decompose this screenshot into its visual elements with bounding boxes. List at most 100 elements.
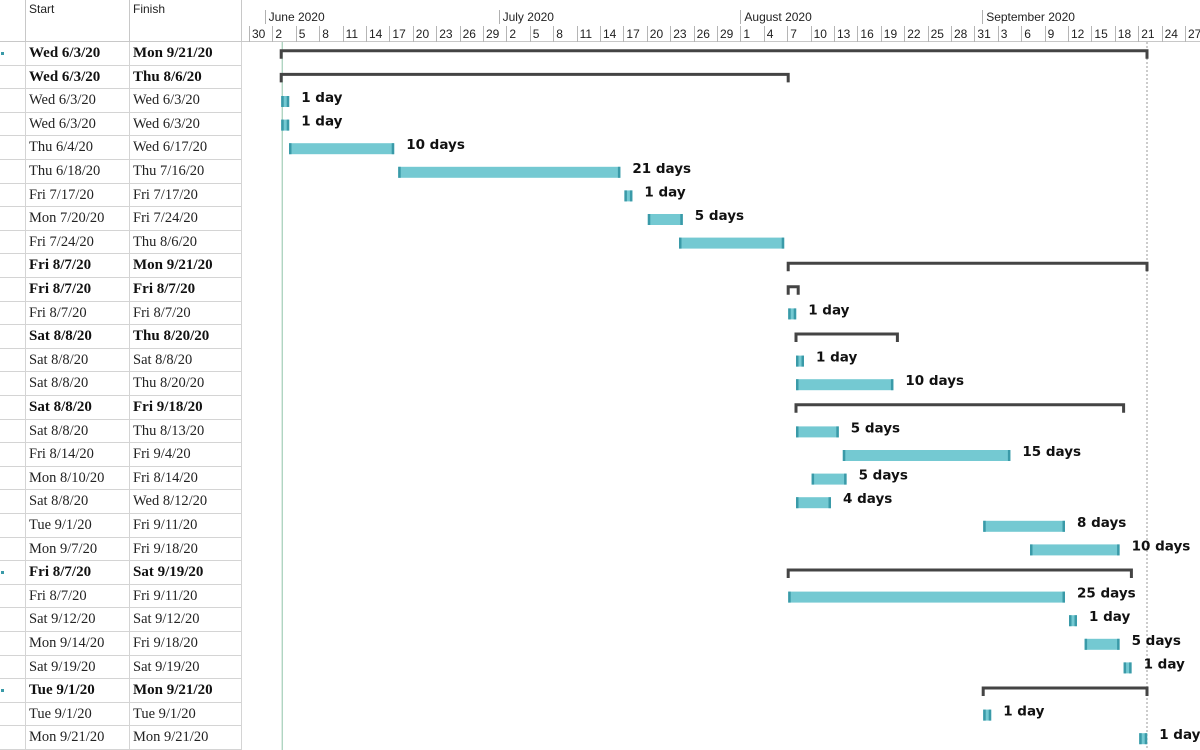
indicator-cell[interactable]: [0, 372, 26, 396]
indicator-cell[interactable]: [0, 632, 26, 656]
summary-bar[interactable]: [794, 332, 899, 342]
start-date-cell[interactable]: Fri 8/14/20: [26, 443, 130, 467]
task-bar[interactable]: [1139, 733, 1148, 745]
start-date-cell[interactable]: Fri 7/17/20: [26, 183, 130, 208]
start-date-cell[interactable]: Mon 9/14/20: [26, 632, 130, 656]
indicator-cell[interactable]: [0, 561, 26, 585]
indicator-cell[interactable]: [0, 278, 26, 302]
finish-date-cell[interactable]: Fri 8/7/20: [130, 278, 242, 302]
start-date-cell[interactable]: Sat 8/8/20: [26, 325, 130, 349]
task-bar[interactable]: [398, 166, 621, 178]
summary-bar[interactable]: [981, 686, 1149, 696]
finish-date-cell[interactable]: Thu 8/20/20: [130, 325, 242, 349]
start-date-cell[interactable]: Thu 6/4/20: [26, 136, 130, 160]
start-date-cell[interactable]: Sat 9/12/20: [26, 608, 130, 632]
task-bar[interactable]: [796, 426, 839, 438]
indicator-cell[interactable]: [0, 537, 26, 562]
indicator-cell[interactable]: [0, 301, 26, 326]
indicator-column-header[interactable]: [0, 0, 26, 42]
indicator-cell[interactable]: [0, 655, 26, 680]
task-bar[interactable]: [281, 96, 290, 107]
start-date-cell[interactable]: Mon 7/20/20: [26, 207, 130, 231]
start-date-cell[interactable]: Wed 6/3/20: [26, 112, 130, 137]
indicator-cell[interactable]: [0, 679, 26, 703]
task-bar[interactable]: [983, 520, 1065, 532]
task-bar[interactable]: [796, 355, 804, 367]
summary-bar[interactable]: [279, 72, 790, 83]
start-date-cell[interactable]: Tue 9/1/20: [26, 514, 130, 538]
finish-date-cell[interactable]: Fri 8/7/20: [130, 301, 242, 326]
start-date-cell[interactable]: Fri 8/7/20: [26, 254, 130, 278]
start-date-cell[interactable]: Sat 8/8/20: [26, 396, 130, 420]
indicator-cell[interactable]: [0, 702, 26, 727]
finish-date-cell[interactable]: Fri 9/11/20: [130, 514, 242, 538]
summary-bar[interactable]: [786, 568, 1133, 578]
indicator-cell[interactable]: [0, 325, 26, 349]
start-date-cell[interactable]: Fri 7/24/20: [26, 230, 130, 255]
task-bar[interactable]: [1030, 544, 1120, 556]
task-bar[interactable]: [647, 214, 683, 225]
start-date-cell[interactable]: Tue 9/1/20: [26, 702, 130, 727]
finish-date-cell[interactable]: Sat 8/8/20: [130, 348, 242, 373]
finish-date-cell[interactable]: Wed 6/3/20: [130, 112, 242, 137]
finish-date-cell[interactable]: Thu 8/6/20: [130, 230, 242, 255]
finish-date-cell[interactable]: Fri 7/17/20: [130, 183, 242, 208]
task-bar[interactable]: [983, 709, 992, 721]
indicator-cell[interactable]: [0, 466, 26, 491]
finish-date-cell[interactable]: Fri 7/24/20: [130, 207, 242, 231]
indicator-cell[interactable]: [0, 419, 26, 444]
start-date-cell[interactable]: Sat 8/8/20: [26, 419, 130, 444]
finish-date-cell[interactable]: Tue 9/1/20: [130, 702, 242, 727]
indicator-cell[interactable]: [0, 230, 26, 255]
indicator-cell[interactable]: [0, 136, 26, 160]
indicator-cell[interactable]: [0, 584, 26, 609]
indicator-cell[interactable]: [0, 490, 26, 514]
indicator-cell[interactable]: [0, 348, 26, 373]
finish-column-header[interactable]: Finish: [130, 0, 242, 42]
finish-date-cell[interactable]: Mon 9/21/20: [130, 42, 242, 66]
indicator-cell[interactable]: [0, 207, 26, 231]
indicator-cell[interactable]: [0, 443, 26, 467]
finish-date-cell[interactable]: Mon 9/21/20: [130, 679, 242, 703]
task-bar[interactable]: [796, 497, 831, 509]
indicator-cell[interactable]: [0, 254, 26, 278]
finish-date-cell[interactable]: Sat 9/19/20: [130, 561, 242, 585]
indicator-cell[interactable]: [0, 89, 26, 113]
summary-bar[interactable]: [794, 403, 1126, 413]
finish-date-cell[interactable]: Thu 8/20/20: [130, 372, 242, 396]
task-bar[interactable]: [796, 379, 894, 391]
finish-date-cell[interactable]: Wed 6/17/20: [130, 136, 242, 160]
task-bar[interactable]: [1084, 638, 1120, 650]
start-column-header[interactable]: Start: [26, 0, 130, 42]
finish-date-cell[interactable]: Mon 9/21/20: [130, 254, 242, 278]
summary-bar[interactable]: [786, 261, 1149, 272]
indicator-cell[interactable]: [0, 183, 26, 208]
start-date-cell[interactable]: Sat 9/19/20: [26, 655, 130, 680]
task-bar[interactable]: [1069, 615, 1077, 627]
start-date-cell[interactable]: Wed 6/3/20: [26, 65, 130, 90]
start-date-cell[interactable]: Mon 9/7/20: [26, 537, 130, 562]
start-date-cell[interactable]: Fri 8/7/20: [26, 561, 130, 585]
summary-bar[interactable]: [279, 49, 1149, 59]
finish-date-cell[interactable]: Fri 8/14/20: [130, 466, 242, 491]
finish-date-cell[interactable]: Wed 6/3/20: [130, 89, 242, 113]
